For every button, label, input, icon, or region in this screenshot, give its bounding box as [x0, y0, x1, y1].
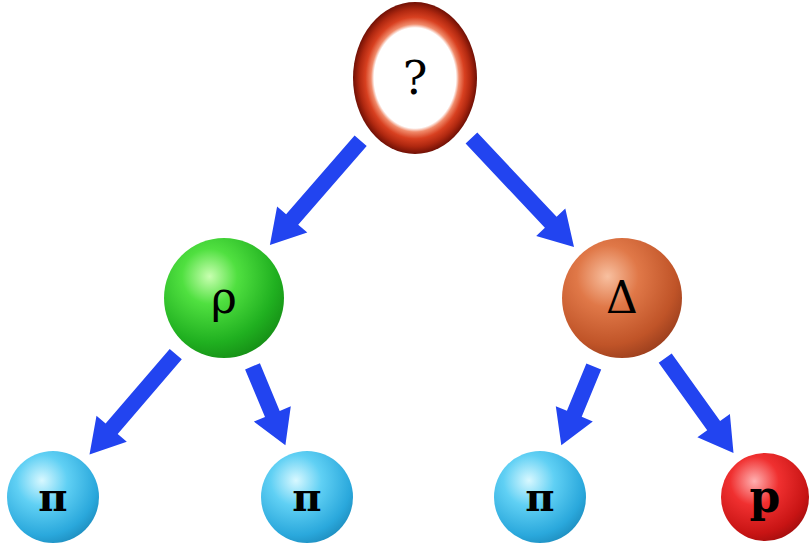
unknown-resonance-oval: ? — [353, 2, 477, 154]
particle-symbol: Δ — [606, 276, 638, 320]
particle-symbol: ? — [403, 55, 428, 101]
particle-symbol: π — [292, 477, 321, 517]
decay-arrow — [466, 133, 574, 248]
delta-baryon-sphere: Δ — [562, 238, 682, 358]
pion-sphere: π — [494, 451, 586, 543]
pion-sphere: π — [261, 451, 353, 543]
decay-arrow — [270, 135, 367, 245]
decay-arrow — [90, 349, 182, 455]
decay-arrow — [659, 353, 734, 453]
pion-sphere: π — [7, 451, 99, 543]
decay-arrow — [245, 363, 291, 445]
proton-sphere: p — [721, 453, 809, 541]
decay-arrow — [556, 363, 601, 445]
particle-symbol: ρ — [211, 276, 237, 320]
particle-symbol: p — [750, 475, 781, 519]
rho-meson-sphere: ρ — [164, 238, 284, 358]
particle-symbol: π — [38, 477, 67, 517]
particle-symbol: π — [525, 477, 554, 517]
